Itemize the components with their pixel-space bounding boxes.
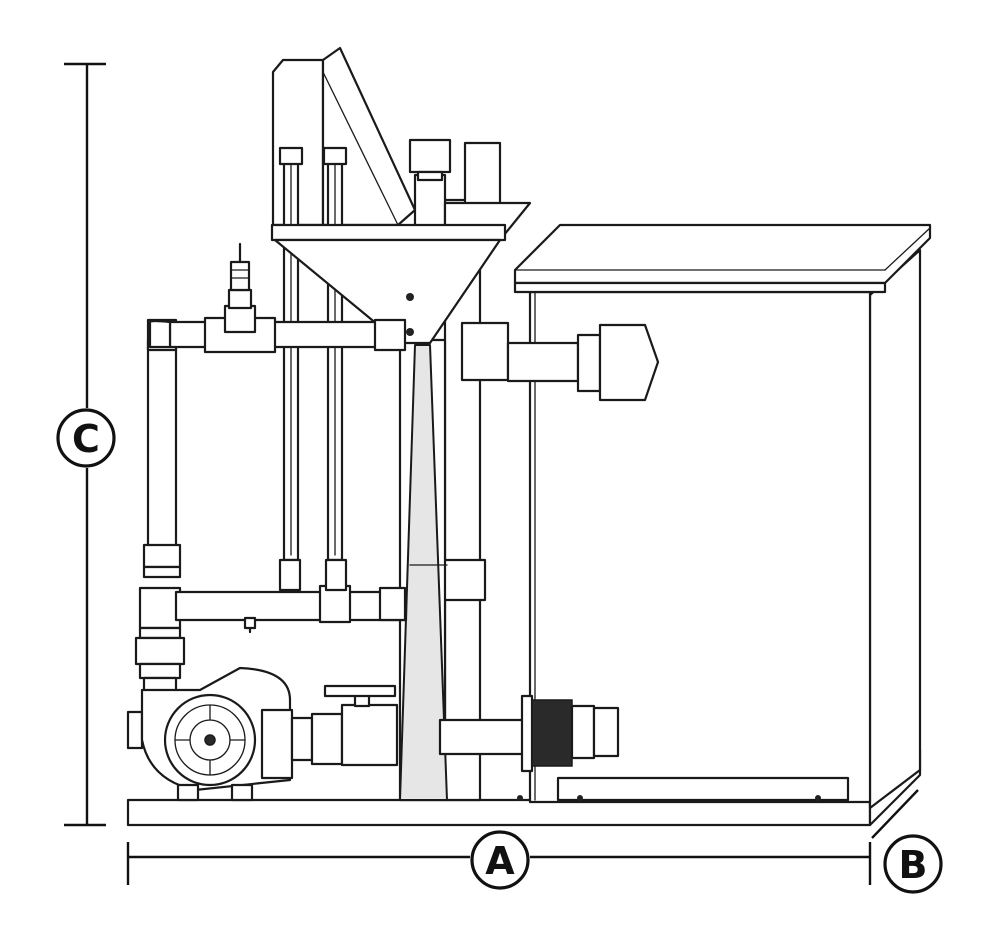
pump-motor: [126, 666, 344, 802]
riser-pipe: [142, 318, 182, 579]
ball-valve: [323, 684, 399, 767]
label-b-text: B: [899, 843, 928, 887]
label-a-text: A: [485, 839, 515, 883]
bulkhead-fitting: [438, 694, 620, 773]
depth-dimension: [871, 789, 919, 839]
label-c-text: C: [72, 417, 100, 461]
outlet-elbow: [460, 321, 660, 402]
width-dimension: [126, 842, 872, 885]
top-header-pipe: [148, 242, 407, 354]
label-a: A: [470, 830, 530, 890]
hopper-funnel: [270, 201, 532, 345]
label-c: C: [56, 408, 116, 468]
hopper-stand: [398, 338, 448, 802]
mid-manifold: [138, 558, 408, 634]
label-b: B: [883, 834, 943, 894]
height-dimension: [64, 62, 106, 827]
